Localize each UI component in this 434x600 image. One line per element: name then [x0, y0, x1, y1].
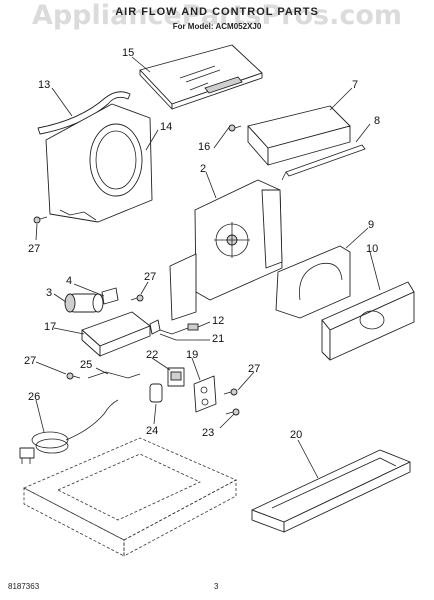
- part-20-base-pan: [251, 449, 411, 533]
- part-23-screw: [225, 408, 240, 416]
- callout-13: 13: [38, 79, 51, 91]
- callout-22: 22: [146, 349, 159, 361]
- callout-8: 8: [374, 115, 381, 127]
- callout-15: 15: [122, 47, 135, 59]
- base-pan-reference-outline: [23, 437, 237, 557]
- part-26-power-cord: [19, 399, 119, 464]
- callout-27-right: 27: [248, 363, 261, 375]
- part-19-control-plate: [193, 375, 217, 413]
- callout-27-mid: 27: [144, 271, 157, 283]
- callout-17: 17: [44, 321, 57, 333]
- part-12-21-wiring: [149, 319, 199, 341]
- part-27-screw-left: [33, 216, 48, 224]
- callout-26: 26: [28, 391, 41, 403]
- part-2-bulkhead: [169, 179, 283, 321]
- callout-19: 19: [186, 349, 199, 361]
- callout-14: 14: [160, 121, 173, 133]
- callout-16: 16: [198, 141, 211, 153]
- callout-21: 21: [212, 333, 225, 345]
- part-27-screw-right: [223, 388, 238, 396]
- part-3-capacitor: [64, 293, 104, 313]
- callout-leaders: [35, 56, 381, 479]
- diagram-title: AIR FLOW AND CONTROL PARTS: [115, 6, 319, 18]
- callout-23: 23: [202, 427, 215, 439]
- part-9-scroll: [275, 245, 351, 319]
- page-number: 3: [214, 582, 219, 591]
- callout-27-harness: 27: [24, 355, 37, 367]
- callout-12: 12: [212, 315, 225, 327]
- part-24-knob: [149, 383, 163, 403]
- part-27-screw-mid: [130, 294, 144, 302]
- model-subtitle: For Model: ACM052XJ0: [172, 22, 262, 31]
- part-15-top-cover: [139, 44, 263, 110]
- callout-2: 2: [200, 163, 207, 175]
- part-17-control-bracket: [81, 311, 151, 357]
- callout-25: 25: [80, 359, 93, 371]
- part-22-switch: [167, 367, 185, 387]
- callout-10: 10: [366, 243, 379, 255]
- part-14-shroud: [45, 103, 153, 223]
- part-4-strap: [101, 287, 119, 305]
- callout-9: 9: [368, 219, 375, 231]
- callout-20: 20: [290, 429, 303, 441]
- part-10-orifice-panel: [321, 281, 415, 361]
- callout-27-left: 27: [28, 243, 41, 255]
- callout-24: 24: [146, 425, 159, 437]
- part-7-cover: [247, 105, 351, 166]
- callout-7: 7: [352, 79, 359, 91]
- watermark: AppliancePartsPros.com: [31, 0, 403, 31]
- callout-4: 4: [66, 275, 73, 287]
- part-16-screw: [228, 124, 242, 132]
- part-27-screw-harness: [66, 372, 81, 380]
- document-number: 8187363: [8, 582, 40, 591]
- callout-3: 3: [46, 287, 53, 299]
- part-8-rod: [281, 144, 366, 181]
- part-25-harness: [87, 371, 141, 379]
